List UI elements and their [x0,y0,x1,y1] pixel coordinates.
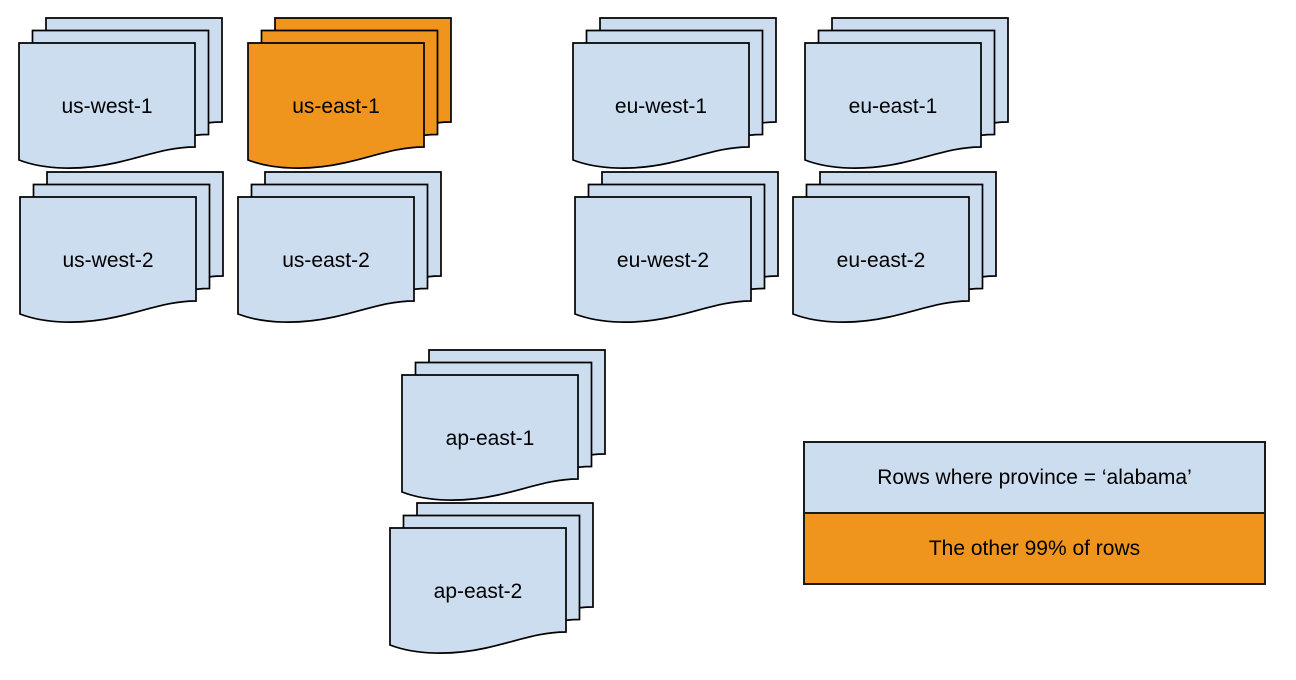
document-stack-icon [18,17,223,169]
region-label-ap-east-2: ap-east-2 [434,580,523,603]
region-stack-eu-west-2: eu-west-2 [574,171,779,323]
region-label-ap-east-1: ap-east-1 [446,427,535,450]
region-label-us-east-2: us-east-2 [282,249,370,272]
region-stack-eu-west-1: eu-west-1 [572,17,777,169]
document-stack-icon [792,171,997,323]
region-stack-us-west-2: us-west-2 [19,171,224,323]
document-stack-icon [401,349,606,501]
document-stack-icon [574,171,779,323]
region-stack-eu-east-2: eu-east-2 [792,171,997,323]
legend-item-alabama-rows: Rows where province = ‘alabama’ [805,443,1264,512]
region-label-eu-west-1: eu-west-1 [615,95,707,118]
document-stack-icon [572,17,777,169]
region-label-us-west-1: us-west-1 [61,95,152,118]
document-stack-icon-highlighted [247,17,452,169]
document-stack-icon [389,502,594,654]
legend-item-other-rows: The other 99% of rows [805,512,1264,583]
region-stack-us-east-1: us-east-1 [247,17,452,169]
region-label-eu-east-2: eu-east-2 [837,249,926,272]
region-label-eu-west-2: eu-west-2 [617,249,709,272]
region-stack-ap-east-1: ap-east-1 [401,349,606,501]
region-label-eu-east-1: eu-east-1 [849,95,938,118]
region-stack-ap-east-2: ap-east-2 [389,502,594,654]
legend-label-alabama-rows: Rows where province = ‘alabama’ [877,465,1192,489]
document-stack-icon [237,171,442,323]
region-stack-us-west-1: us-west-1 [18,17,223,169]
document-stack-icon [804,17,1009,169]
region-stack-us-east-2: us-east-2 [237,171,442,323]
region-label-us-west-2: us-west-2 [62,249,153,272]
region-label-us-east-1: us-east-1 [292,95,380,118]
legend: Rows where province = ‘alabama’ The othe… [803,441,1266,585]
region-stack-eu-east-1: eu-east-1 [804,17,1009,169]
document-stack-icon [19,171,224,323]
legend-label-other-rows: The other 99% of rows [928,536,1141,560]
